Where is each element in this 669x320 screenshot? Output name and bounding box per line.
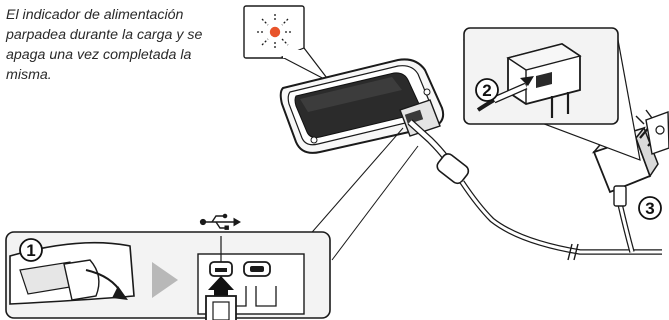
usb-icon — [199, 213, 241, 230]
step-1-badge: 1 — [19, 238, 43, 262]
indicator-callout — [243, 5, 331, 83]
port-detail-panel: 1 — [5, 127, 419, 320]
charging-caption: El indicador de alimentación parpadea du… — [6, 5, 232, 85]
caption-line-1: El indicador de alimentación — [6, 7, 184, 23]
step-1-number: 1 — [26, 241, 35, 260]
charge-indicator-lamp-icon — [257, 14, 293, 50]
step-2-number: 2 — [482, 81, 491, 100]
caption-line-2: parpadea durante la carga y se — [6, 27, 203, 43]
caption-line-4: misma. — [6, 67, 52, 83]
step-3-badge: 3 — [638, 196, 662, 220]
port-cover-illustration — [9, 241, 135, 305]
camera-body — [279, 58, 445, 154]
usb-cable — [407, 119, 662, 261]
caption-line-3: apaga una vez completada la — [6, 47, 192, 63]
next-step-arrow-icon — [152, 262, 178, 298]
step-2-badge: 2 — [475, 78, 499, 102]
step-3-number: 3 — [645, 199, 654, 218]
adapter-detail-panel — [463, 27, 641, 161]
ports-illustration — [197, 236, 305, 320]
